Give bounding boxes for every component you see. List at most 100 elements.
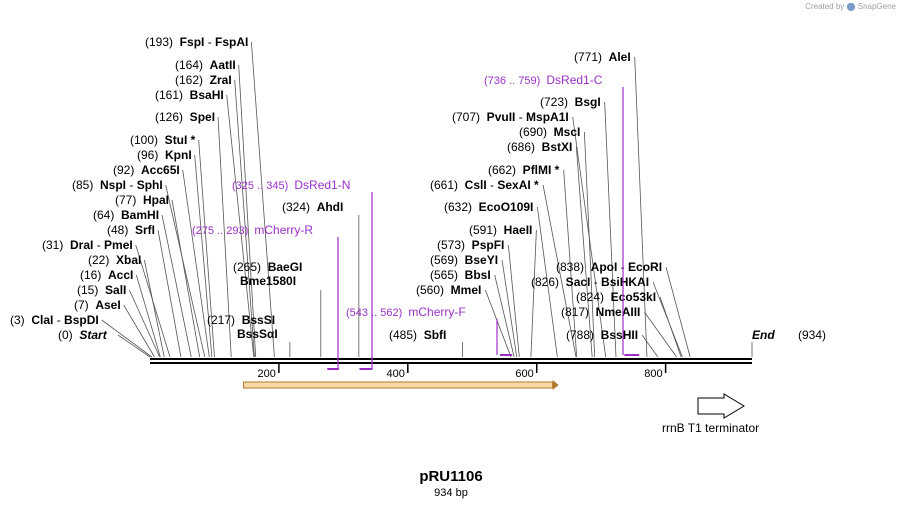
enzyme-alei-leader [634,56,648,358]
enzyme-bseyi-part: (569) [430,253,458,267]
enzyme-ecoo109i-leader [536,206,558,358]
enzyme-bsgi-part: BsgI [568,95,601,109]
enzyme-asei-leader [123,304,155,358]
enzyme-bsshii: (788) BssHII [566,328,638,342]
snapgene-watermark: Created by ⬤ SnapGene [805,2,896,11]
enzyme-baegi: (265) BaeGI [233,260,302,274]
enzyme-pvuii-part: PvuII [480,110,515,124]
enzyme-fspi-part: (193) [145,35,173,49]
enzyme-bseyi-leader [501,259,518,358]
enzyme-sali-part: SalI [98,283,126,297]
enzyme-msci: (690) MscI [519,125,580,139]
enzyme-saci-part: (826) [531,275,559,289]
primer-mcherry-r-name: mCherry-R [254,223,313,237]
enzyme-clai-part: ClaI [25,313,54,327]
enzyme-ahdi-label: AhdI [317,200,344,214]
enzyme-bamhi-leader [161,214,192,358]
enzyme-apoi: (838) ApoI - EcoRI [556,260,662,274]
enzyme-bstxi-part: BstXI [535,140,572,154]
primer-dsred1-c-range: (736 .. 759) [484,75,546,87]
enzyme-zrai-part: ZraI [203,73,232,87]
enzyme-haeii: (591) HaeII [469,223,532,237]
ruler-tick-label: 400 [386,368,404,380]
enzyme-acci-part: (16) [80,268,101,282]
enzyme-pspfi-part: PspFI [465,238,504,252]
terminator-arrow-icon [697,393,745,419]
enzyme-bsssi: BssSαI [237,327,278,341]
enzyme-bstxi-leader [575,146,593,358]
enzyme-asei-part: (7) [74,298,89,312]
primer-dsred1-n-name: DsRed1-N [294,178,350,192]
enzyme-nmeaiii-leader [644,311,677,358]
enzyme-nspi-leader [165,184,206,358]
enzyme-aatii-leader [238,64,257,358]
enzyme-bstxi-part: (686) [507,140,535,154]
enzyme-drai-part: (31) [42,238,63,252]
enzyme-bseyi-part: BseYI [458,253,498,267]
enzyme-aatii: (164) AatII [175,58,236,72]
enzyme-msci-part: (690) [519,125,547,139]
start-leader [117,334,151,358]
enzyme-drai-part: DraI [63,238,93,252]
enzyme-srfi-part: SrfI [128,223,155,237]
enzyme-kpni-part: KpnI [158,148,191,162]
enzyme-pflmi-part: (662) [488,163,516,177]
enzyme-bsssi-pos: (217) [207,313,242,327]
enzyme-acci: (16) AccI [80,268,133,282]
enzyme-bbsi: (565) BbsI [430,268,491,282]
enzyme-nmeaiii-part: (817) [561,305,589,319]
enzyme-bme1580i: Bme1580I [240,274,296,288]
enzyme-mmei-leader [484,289,512,358]
enzyme-clai-part: BspDI [64,313,99,327]
enzyme-fspi-part: FspI [173,35,204,49]
enzyme-drai-part: PmeI [104,238,133,252]
enzyme-bbsi-part: BbsI [458,268,491,282]
terminator-label: rrnB T1 terminator [662,421,759,435]
enzyme-saci-part: BsiHKAI [601,275,649,289]
enzyme-stui-leader [198,139,215,358]
primer-dsred1-n-range: (325 .. 345) [232,180,294,192]
enzyme-bsshii-part: (788) [566,328,594,342]
enzyme-mmei-part: (560) [416,283,444,297]
enzyme-fspi-part: - [204,35,215,49]
enzyme-bsssi: (217) BssSI [207,313,275,327]
enzyme-haeii-part: (591) [469,223,497,237]
enzyme-bsssi-label: BssSI [242,313,275,327]
enzyme-spei-leader [217,116,232,358]
snapgene-logo-icon: ⬤ [846,2,856,11]
end-name: End [752,328,798,342]
enzyme-nspi: (85) NspI - SphI [72,178,163,192]
primer-mcherry-r-label: (275 .. 293) mCherry-R [192,223,313,237]
enzyme-nmeaiii-part: NmeAIII [589,305,640,319]
enzyme-kpni-leader [194,154,213,358]
enzyme-bsssi-label: BssSαI [237,327,278,341]
start-label: (0) Start [58,328,108,342]
enzyme-bamhi-part: BamHI [114,208,159,222]
enzyme-bamhi-part: (64) [93,208,114,222]
enzyme-zrai: (162) ZraI [175,73,232,87]
enzyme-sbfi-pos: (485) [389,328,424,342]
enzyme-nspi-part: NspI [93,178,126,192]
ruler-tick-label: 800 [644,368,662,380]
enzyme-aatii-part: (164) [175,58,203,72]
enzyme-zrai-leader [234,79,255,358]
enzyme-bsahi-part: BsaHI [183,88,224,102]
enzyme-spei: (126) SpeI [155,110,215,124]
enzyme-baegi-label: BaeGI [268,260,303,274]
enzyme-ecoo109i-part: EcoO109I [472,200,533,214]
enzyme-fspi-part: FspAI [215,35,248,49]
watermark-text: Created by [805,2,845,11]
enzyme-clai-part: (3) [10,313,25,327]
enzyme-hpai-part: (77) [115,193,136,207]
enzyme-ecoo109i: (632) EcoO109I [444,200,533,214]
enzyme-acc65i: (92) Acc65I [113,163,180,177]
enzyme-pflmi: (662) PflMI * [488,163,560,177]
enzyme-pflmi-part: PflMI * [516,163,560,177]
primer-mcherry-f-label: (543 .. 562) mCherry-F [346,305,466,319]
enzyme-stui-part: (100) [130,133,158,147]
enzyme-sali-part: (15) [77,283,98,297]
enzyme-pvuii-part: MspA1I [526,110,569,124]
enzyme-bseyi: (569) BseYI [430,253,498,267]
enzyme-nspi-part: (85) [72,178,93,192]
enzyme-alei-part: (771) [574,50,602,64]
